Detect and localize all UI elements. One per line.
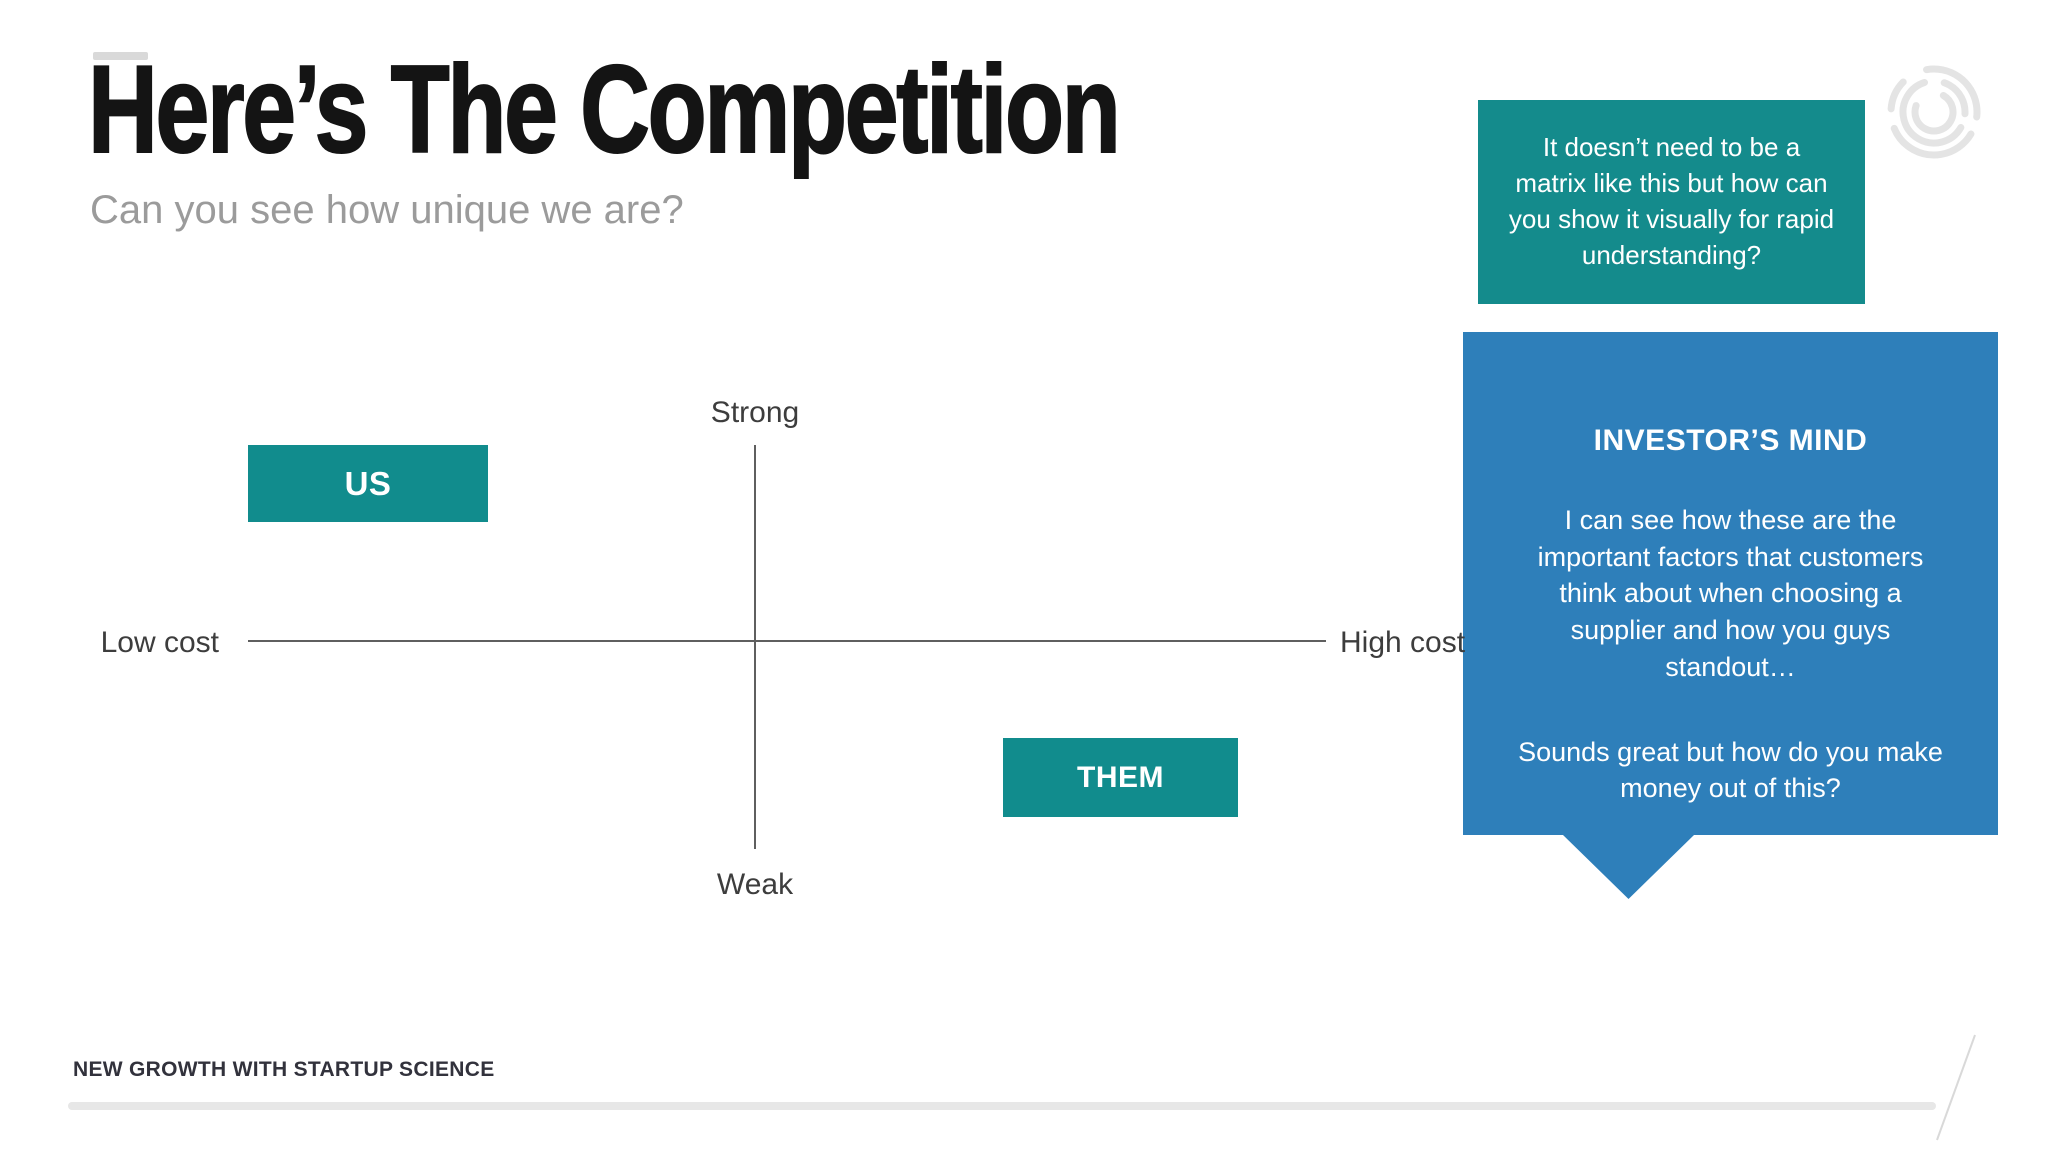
investor-heading: INVESTOR’S MIND [1593,424,1868,457]
them-marker-label: THEM [1077,760,1164,794]
diagonal-slash-decoration [1936,1034,1976,1141]
investor-paragraph-1: I can see how these are the important fa… [1537,505,1924,682]
title-accent-dash [93,52,148,60]
investor-paragraph-2: Sounds great but how do you make money o… [1518,736,1943,804]
footer-tagline: NEW GROWTH WITH STARTUP SCIENCE [73,1058,495,1081]
y-axis-top-label: Strong [710,396,800,429]
investor-speech-bubble: INVESTOR’S MIND I can see how these are … [1463,332,1998,899]
x-axis-left-label: Low cost [100,626,219,659]
page-subtitle: Can you see how unique we are? [90,188,684,232]
page-title: Here’s The Competition [87,41,1121,179]
spiral-circles-logo-icon [1887,65,1981,159]
note-callout: It doesn’t need to be a matrix like this… [1478,100,1865,304]
x-axis-line [248,640,1326,642]
x-axis-right-label: High cost [1340,626,1466,659]
y-axis-line [754,445,756,849]
speech-bubble-tail [1563,835,1694,899]
y-axis-bottom-label: Weak [716,868,794,901]
note-callout-text: It doesn’t need to be a matrix like this… [1508,132,1835,270]
us-marker-label: US [344,464,392,502]
us-marker: US [248,445,488,522]
them-marker: THEM [1003,738,1238,817]
footer-divider-bar [68,1102,1936,1110]
